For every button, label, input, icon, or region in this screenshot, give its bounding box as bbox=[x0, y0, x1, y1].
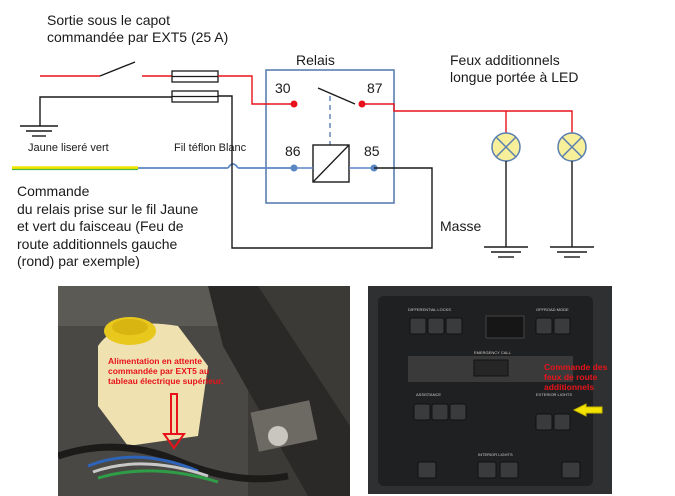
wiring-diagram: Sortie sous le capot commandée par EXT5 … bbox=[12, 12, 594, 269]
ground-label: Masse bbox=[440, 218, 482, 234]
switch-label: Sortie sous le capot commandée par EXT5 … bbox=[47, 12, 229, 45]
label-exterior-lights: EXTERIOR LIGHTS bbox=[536, 392, 573, 397]
label-assistance: ASSISTANCE bbox=[416, 392, 442, 397]
terminal-30-dot bbox=[290, 100, 298, 108]
switch-panel-photo: DIFFERENTIAL LOCKS OFFROAD MODE EMERGENC… bbox=[368, 286, 612, 494]
wire-yellow-green-label: Jaune liseré vert bbox=[28, 142, 109, 154]
black-wire-ground bbox=[39, 96, 174, 126]
wiring-schematic bbox=[12, 61, 594, 258]
fuse-bottom bbox=[171, 90, 219, 103]
black-wire-to-85 bbox=[218, 95, 433, 249]
label-emergency-call: EMERGENCY CALL bbox=[474, 350, 511, 355]
terminal-87-label: 87 bbox=[367, 80, 383, 96]
ground-symbol-left bbox=[20, 125, 58, 137]
lamp-right bbox=[557, 132, 587, 162]
terminal-85-label: 85 bbox=[364, 143, 380, 159]
command-text: Commande du relais prise sur le fil Jaun… bbox=[17, 183, 199, 269]
engine-bay-photo: Alimentation en attente commandée par EX… bbox=[58, 286, 350, 496]
relay-contact-arm bbox=[317, 87, 356, 105]
lamp-left bbox=[491, 132, 521, 162]
red-wire-87-to-lamps bbox=[362, 103, 573, 133]
red-wire-to-30 bbox=[218, 75, 294, 105]
wire-crossover-hop bbox=[227, 163, 239, 169]
terminal-86-label: 86 bbox=[285, 143, 301, 159]
switch-blade bbox=[99, 61, 136, 77]
left-photo-annotation: Alimentation en attente commandée par EX… bbox=[108, 356, 224, 386]
relay-box bbox=[265, 69, 395, 204]
label-offroad-mode: OFFROAD MODE bbox=[536, 307, 569, 312]
label-interior-lights: INTERIOR LIGHTS bbox=[478, 452, 513, 457]
wire-teflon-label: Fil téflon Blanc bbox=[174, 142, 247, 154]
switch-panel-illustration bbox=[368, 286, 612, 494]
label-differential-locks: DIFFERENTIAL LOCKS bbox=[408, 307, 451, 312]
relay-label: Relais bbox=[296, 52, 335, 68]
lamps-label: Feux additionnels longue portée à LED bbox=[450, 52, 579, 85]
ground-symbol-lamp-right bbox=[550, 246, 594, 258]
terminal-30-label: 30 bbox=[275, 80, 291, 96]
right-photo-annotation: Commande des feux de route additionnels bbox=[544, 362, 608, 392]
ground-symbol-lamp-left bbox=[484, 246, 528, 258]
fuse-top bbox=[171, 70, 219, 83]
engine-bay-illustration bbox=[58, 286, 350, 496]
